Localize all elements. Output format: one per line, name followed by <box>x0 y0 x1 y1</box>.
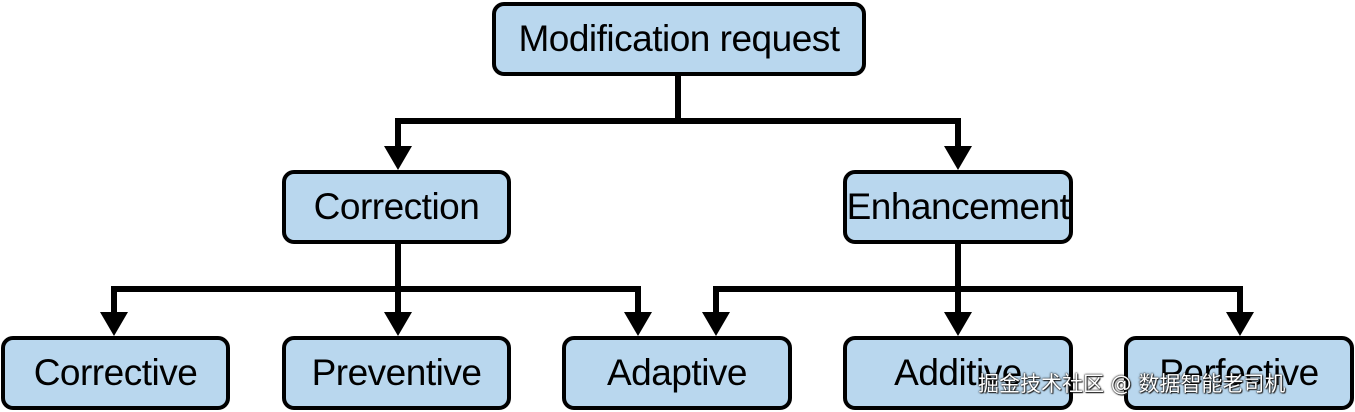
node-label: Perfective <box>1159 352 1319 393</box>
node-enhancement: Enhancement <box>843 170 1073 244</box>
node-label: Corrective <box>33 352 198 393</box>
node-adaptive: Adaptive <box>562 336 792 410</box>
arrowhead-correction <box>384 146 412 170</box>
arrowhead-perfective <box>1226 312 1254 336</box>
arrowhead-enhancement <box>944 146 972 170</box>
node-preventive: Preventive <box>282 336 511 410</box>
node-modification-request: Modification request <box>492 2 866 76</box>
node-additive: Additive <box>843 336 1073 410</box>
node-label: Adaptive <box>607 352 748 393</box>
arrowhead-adaptive-from-enhancement <box>702 312 730 336</box>
arrowhead-corrective <box>100 312 128 336</box>
watermark-text: 掘金技术社区 @ 数据智能老司机 <box>978 372 1286 396</box>
node-correction: Correction <box>282 170 511 244</box>
node-label: Additive <box>894 352 1022 393</box>
node-label: Modification request <box>518 18 840 59</box>
node-corrective: Corrective <box>1 336 230 410</box>
node-label: Preventive <box>311 352 482 393</box>
arrowhead-additive <box>944 312 972 336</box>
node-perfective: Perfective <box>1124 336 1354 410</box>
arrowhead-preventive <box>384 312 412 336</box>
arrowhead-adaptive-from-correction <box>624 312 652 336</box>
node-label: Correction <box>313 186 480 227</box>
node-label: Enhancement <box>846 186 1070 227</box>
